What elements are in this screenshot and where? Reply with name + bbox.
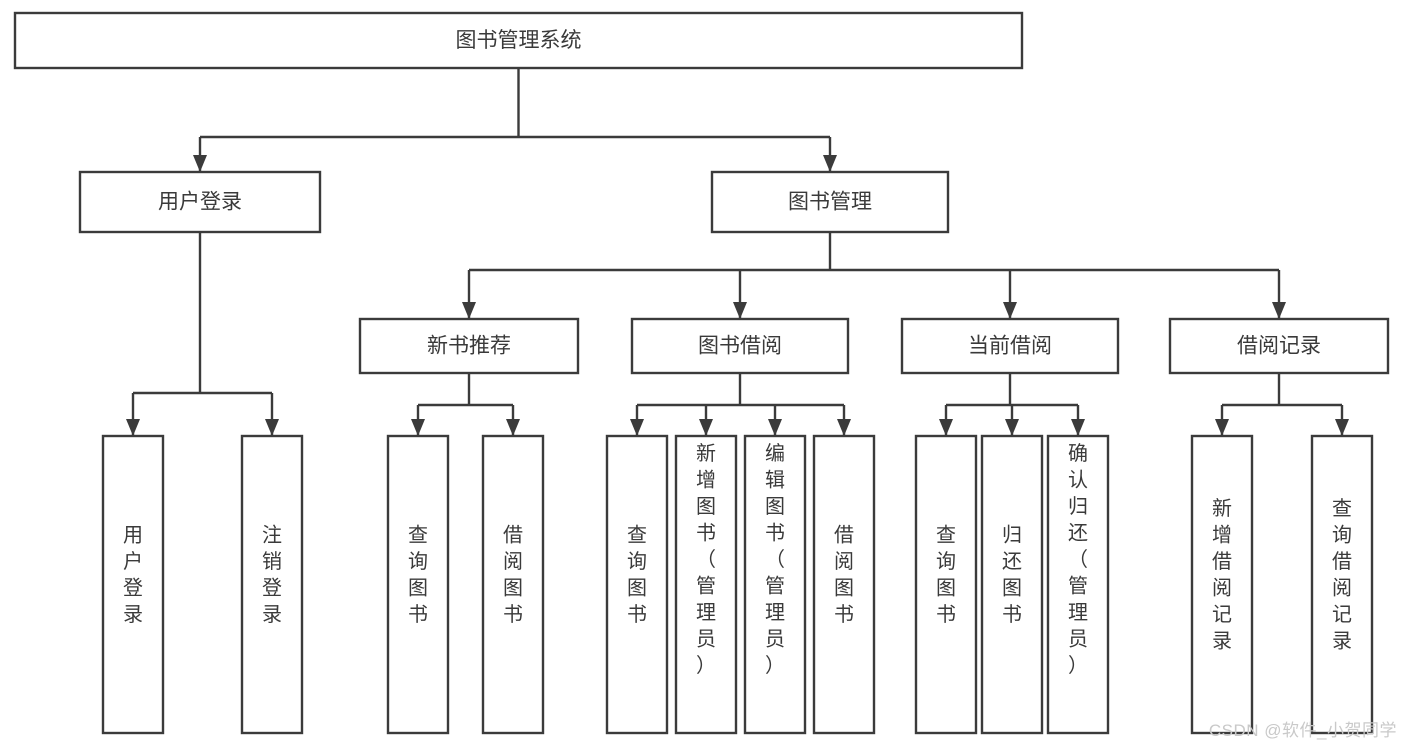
arrow-head-icon [1272, 302, 1286, 319]
node-leaf-borrow-book-2[interactable]: 借阅图书 [812, 434, 876, 735]
arrow-head-icon [265, 419, 279, 436]
edge-group-new-book-recommend [411, 373, 520, 436]
node-label: 图书借阅 [698, 335, 782, 358]
node-label: 查询图书 [936, 524, 956, 627]
arrow-head-icon [411, 419, 425, 436]
node-label: 查询借阅记录 [1332, 497, 1352, 653]
node-leaf-query-book-1[interactable]: 查询图书 [386, 434, 450, 735]
node-label: 查询图书 [408, 524, 428, 627]
nodes-layer: 图书管理系统用户登录图书管理新书推荐图书借阅当前借阅借阅记录用户登录注销登录查询… [13, 11, 1390, 735]
node-label: 新书推荐 [427, 335, 511, 358]
node-label: 确认归还（管理员） [1068, 442, 1088, 677]
arrow-head-icon [193, 155, 207, 172]
node-book-borrow[interactable]: 图书借阅 [630, 317, 850, 375]
node-label: 新增借阅记录 [1212, 497, 1232, 653]
edge-group-book-borrow [630, 373, 851, 436]
arrow-head-icon [733, 302, 747, 319]
node-label: 编辑图书（管理员） [765, 442, 785, 677]
arrow-head-icon [823, 155, 837, 172]
node-label: 新增图书（管理员） [696, 442, 716, 677]
arrow-head-icon [126, 419, 140, 436]
arrow-head-icon [1005, 419, 1019, 436]
node-label: 图书管理系统 [456, 29, 582, 52]
arrow-head-icon [462, 302, 476, 319]
arrow-head-icon [939, 419, 953, 436]
node-leaf-edit-book[interactable]: 编辑图书（管理员） [743, 434, 807, 735]
node-leaf-return-book[interactable]: 归还图书 [980, 434, 1044, 735]
watermark: CSDN @软件_小贺同学 [1208, 721, 1397, 740]
node-new-book-recommend[interactable]: 新书推荐 [358, 317, 580, 375]
arrow-head-icon [768, 419, 782, 436]
node-leaf-borrow-book-1[interactable]: 借阅图书 [481, 434, 545, 735]
node-label: 借阅图书 [834, 524, 854, 627]
node-leaf-add-record[interactable]: 新增借阅记录 [1190, 434, 1254, 735]
arrow-head-icon [1003, 302, 1017, 319]
node-leaf-confirm-return[interactable]: 确认归还（管理员） [1046, 434, 1110, 735]
arrow-head-icon [1335, 419, 1349, 436]
node-label: 用户登录 [158, 191, 242, 214]
node-label: 当前借阅 [968, 335, 1052, 358]
node-leaf-add-book[interactable]: 新增图书（管理员） [674, 434, 738, 735]
node-leaf-query-book-2[interactable]: 查询图书 [605, 434, 669, 735]
edge-group-user-login [126, 232, 279, 436]
node-leaf-query-record[interactable]: 查询借阅记录 [1310, 434, 1374, 735]
node-borrow-record[interactable]: 借阅记录 [1168, 317, 1390, 375]
arrow-head-icon [506, 419, 520, 436]
node-leaf-query-book-3[interactable]: 查询图书 [914, 434, 978, 735]
edge-group-book-manage [462, 232, 1286, 319]
arrow-head-icon [1215, 419, 1229, 436]
node-book-manage[interactable]: 图书管理 [710, 170, 950, 234]
node-user-login[interactable]: 用户登录 [78, 170, 322, 234]
node-leaf-user-login[interactable]: 用户登录 [101, 434, 165, 735]
edge-group-borrow-record [1215, 373, 1349, 436]
arrow-head-icon [699, 419, 713, 436]
edges-layer [126, 68, 1349, 436]
node-label: 借阅图书 [503, 524, 523, 627]
arrow-head-icon [630, 419, 644, 436]
node-leaf-user-logout[interactable]: 注销登录 [240, 434, 304, 735]
node-label: 查询图书 [627, 524, 647, 627]
node-label: 归还图书 [1002, 524, 1022, 627]
node-label: 借阅记录 [1237, 335, 1321, 358]
arrow-head-icon [1071, 419, 1085, 436]
node-label: 用户登录 [123, 525, 143, 627]
node-label: 注销登录 [262, 524, 282, 627]
arrow-head-icon [837, 419, 851, 436]
node-current-borrow[interactable]: 当前借阅 [900, 317, 1120, 375]
edge-group-current-borrow [939, 373, 1085, 436]
node-label: 图书管理 [788, 191, 872, 214]
edge-group-root [193, 68, 837, 172]
node-root[interactable]: 图书管理系统 [13, 11, 1024, 70]
